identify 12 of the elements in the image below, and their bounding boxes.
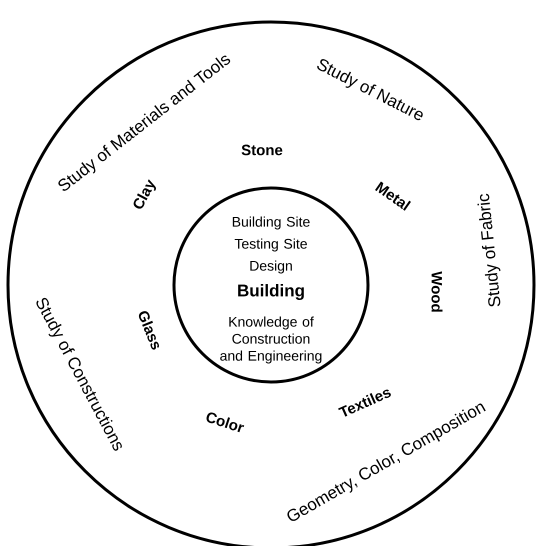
material-label: Stone <box>242 144 282 156</box>
material-label: Clay <box>134 179 156 209</box>
material-label: Wood <box>432 271 442 312</box>
center-text: Testing Site <box>234 238 307 252</box>
inner-circle <box>172 186 370 384</box>
center-text: Knowledge of Construction and Engineering <box>220 316 322 364</box>
center-heading: Building <box>238 284 304 300</box>
material-label: Color <box>206 412 244 432</box>
center-text: Building Site <box>232 216 310 230</box>
material-label: Glass <box>138 311 160 350</box>
ring-text: Study of Fabric <box>477 194 500 306</box>
center-text: Design <box>250 260 292 274</box>
